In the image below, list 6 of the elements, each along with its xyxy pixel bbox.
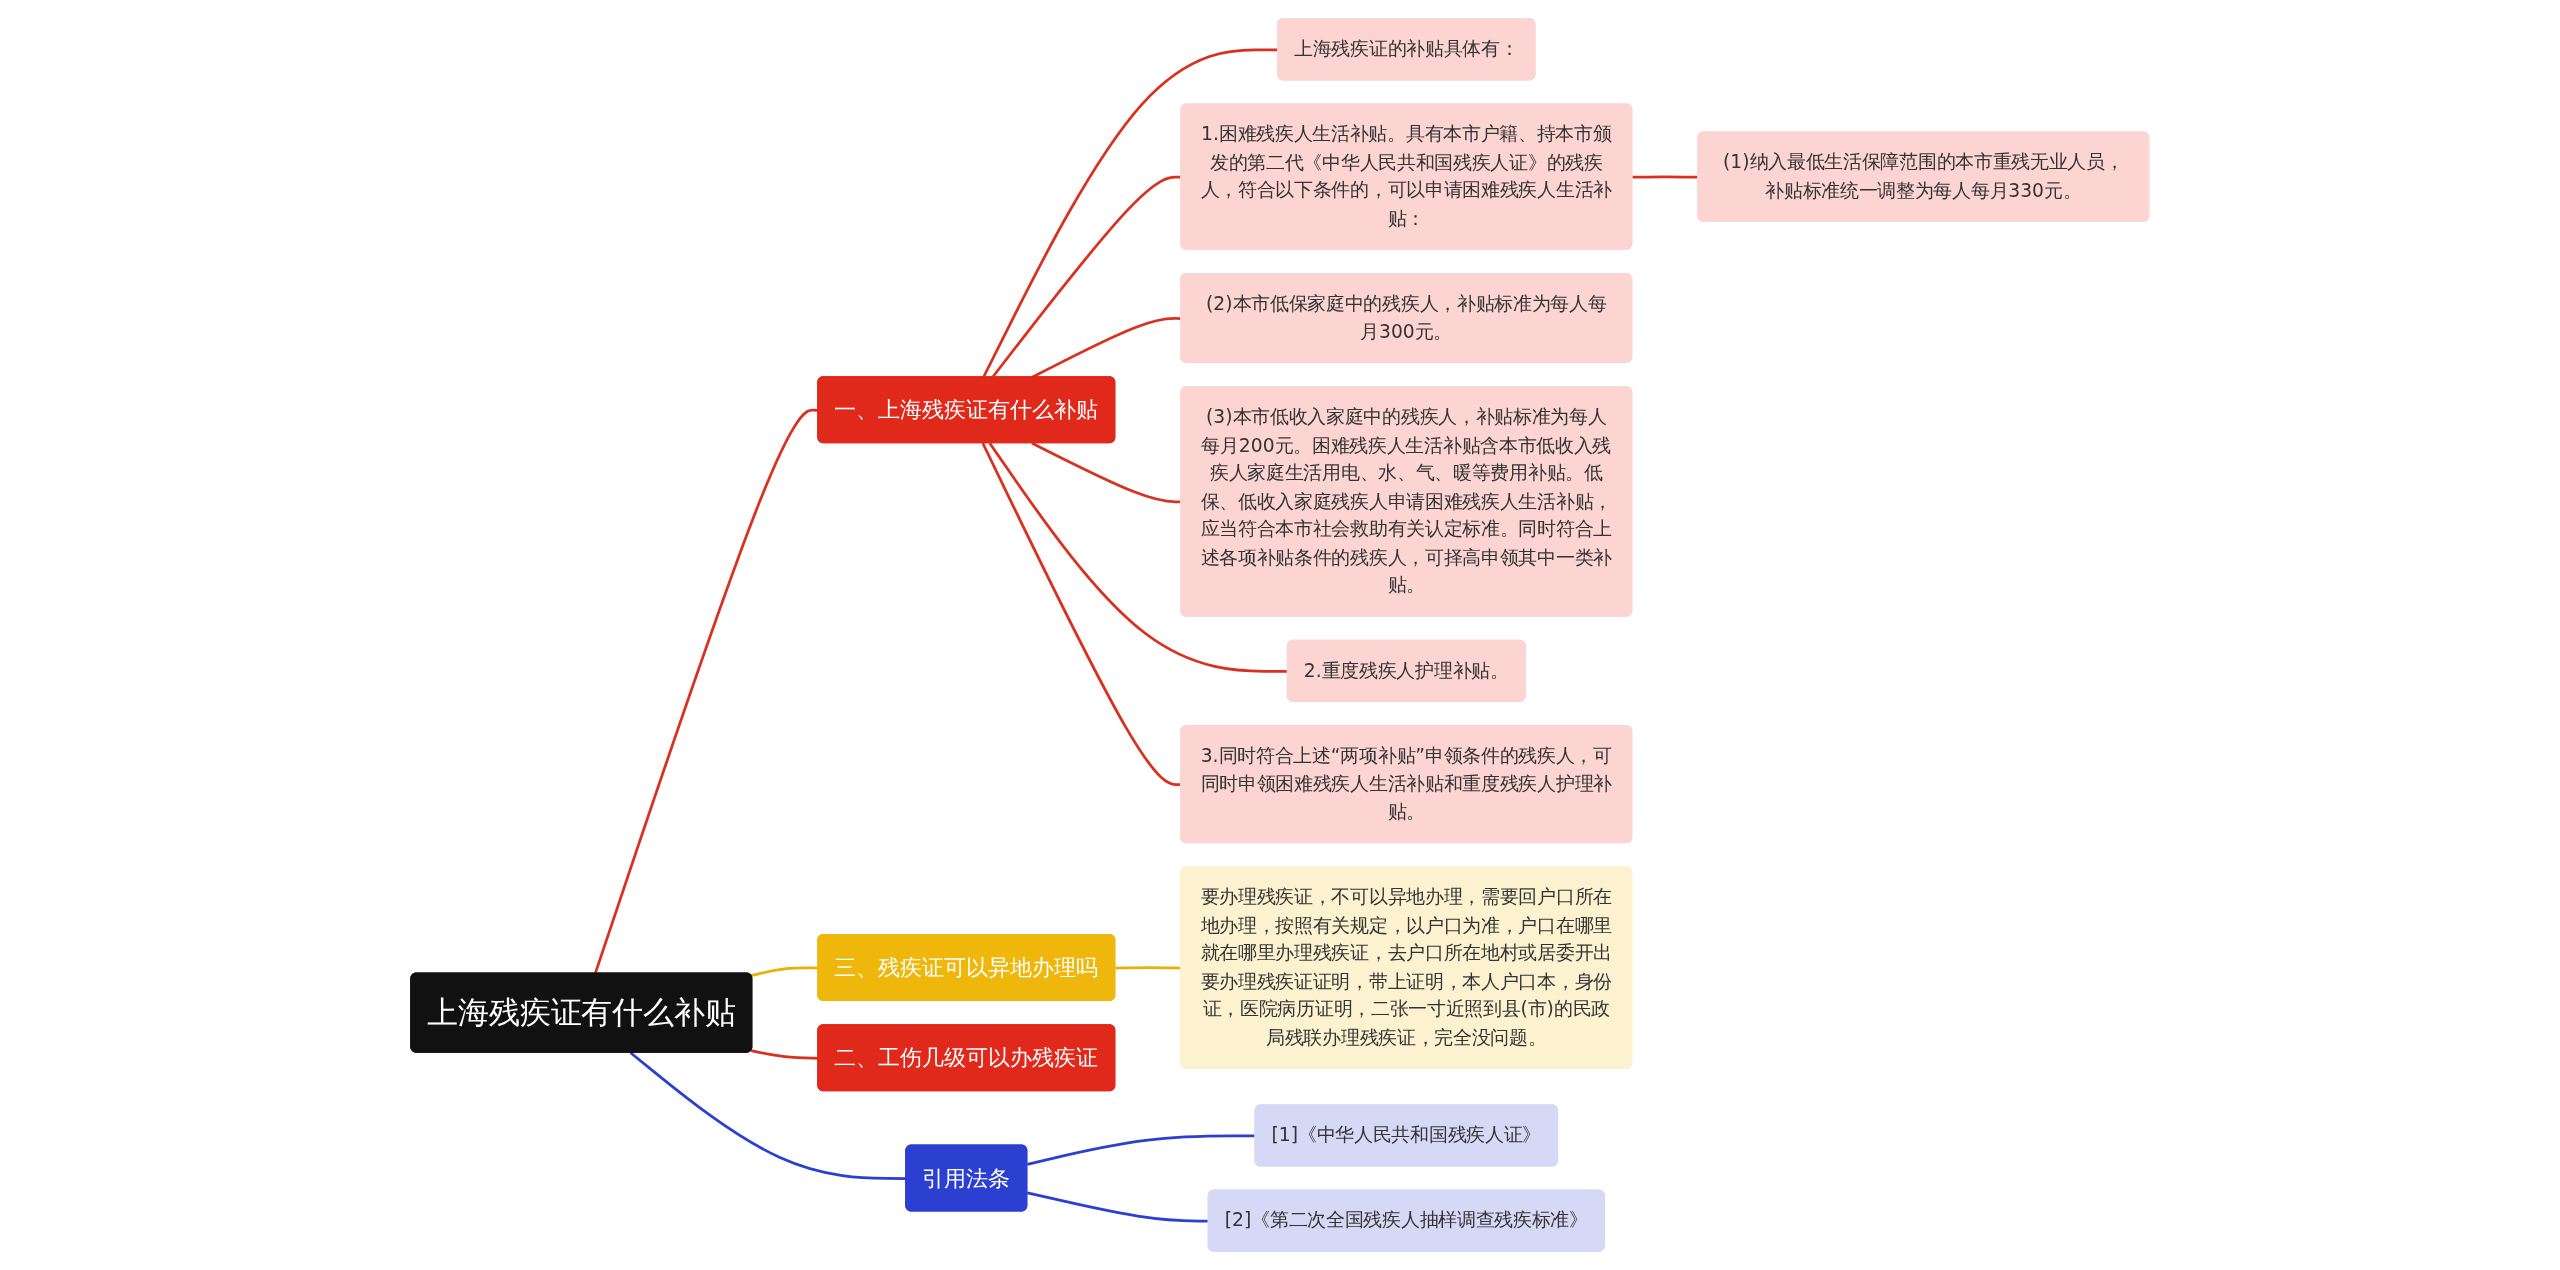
- connector: [1027, 1191, 1209, 1223]
- connector: [594, 408, 819, 974]
- connector: [751, 966, 819, 977]
- connector: [629, 1051, 907, 1180]
- connector: [1027, 1134, 1256, 1166]
- connector: [751, 1049, 819, 1060]
